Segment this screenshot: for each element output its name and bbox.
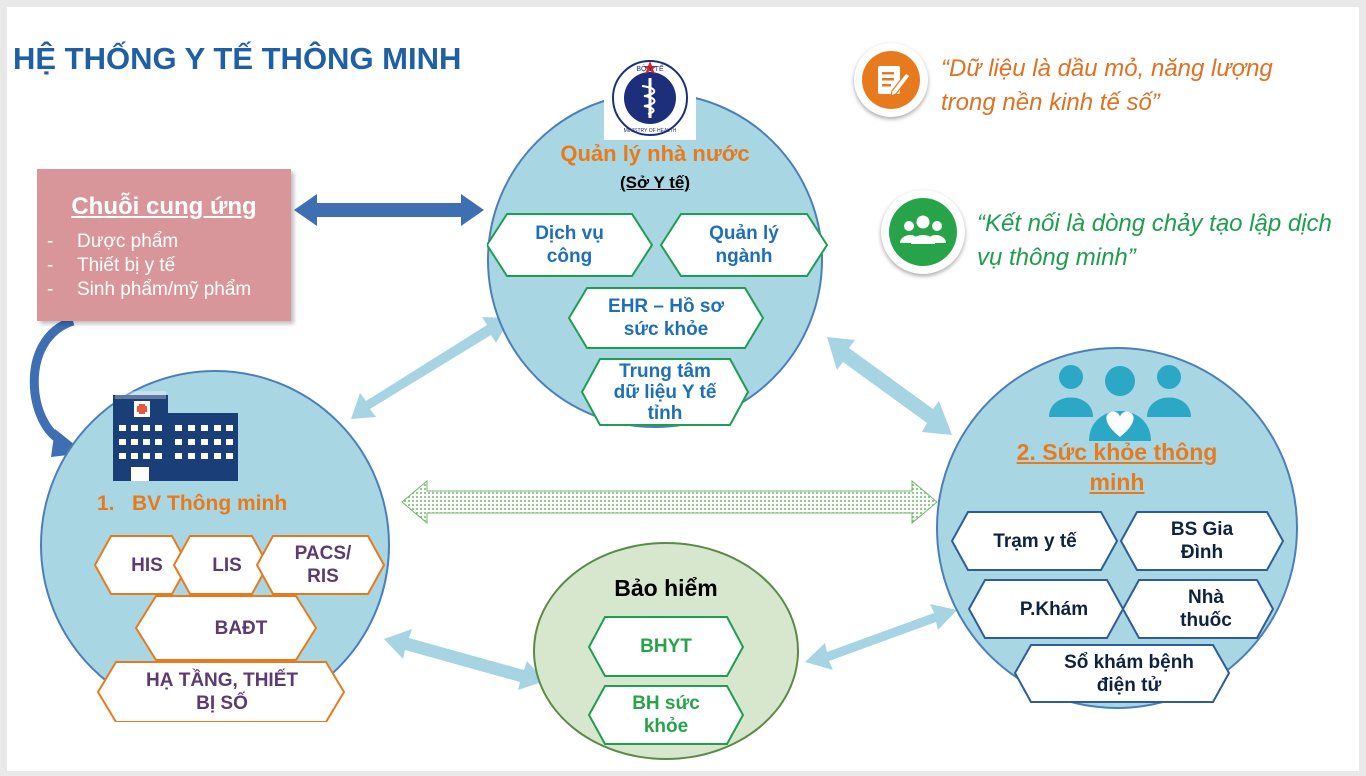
logo-bottom-text: MINISTRY OF HEALTH bbox=[624, 128, 677, 134]
supply-item: -Dược phẩm bbox=[47, 231, 179, 252]
state-node-data-center[interactable]: Trung tâm dữ liệu Y tế tỉnh bbox=[613, 360, 717, 424]
state-node-shapes bbox=[487, 213, 829, 426]
state-node-shape bbox=[567, 287, 765, 349]
hospital-building-icon bbox=[113, 391, 238, 481]
insurance-health-arrow bbox=[805, 604, 957, 670]
ministry-logo: BỘ Y TẾ MINISTRY OF HEALTH bbox=[604, 56, 696, 140]
state-node-sector-management[interactable]: Quản lý ngành bbox=[709, 223, 779, 267]
insurance-node-bhyt[interactable]: BHYT bbox=[640, 635, 692, 657]
state-node-shape bbox=[580, 358, 750, 426]
health-node-station[interactable]: Trạm y tế bbox=[993, 530, 1077, 552]
health-node-shape bbox=[1013, 644, 1231, 703]
supply-item: -Sinh phẩm/mỹ phẩm bbox=[47, 279, 252, 300]
state-node-public-service[interactable]: Dịch vụ công bbox=[535, 223, 604, 267]
health-node-family-doctor[interactable]: BS Gia Đình bbox=[1170, 519, 1234, 563]
health-node-shapes bbox=[950, 511, 1285, 703]
health-node-clinic[interactable]: P.Khám bbox=[1019, 598, 1089, 620]
smart-health-title: 2. Sức khỏe thông minh bbox=[1016, 439, 1218, 495]
supply-state-arrow bbox=[294, 194, 484, 226]
hospital-node-shape bbox=[255, 535, 386, 595]
page-title: HỆ THỐNG Y TẾ THÔNG MINH bbox=[13, 41, 462, 76]
state-health-arrow bbox=[827, 337, 952, 435]
state-node-ehr[interactable]: EHR – Hồ sơ sức khỏe bbox=[608, 296, 724, 340]
state-title: Quản lý nhà nước bbox=[560, 141, 750, 166]
hospital-node-shape bbox=[134, 595, 318, 661]
edit-note-icon bbox=[862, 51, 920, 109]
slide: HỆ THỐNG Y TẾ THÔNG MINH Chuỗi cung ứng … bbox=[7, 7, 1359, 771]
hospital-node-his[interactable]: HIS bbox=[131, 554, 163, 576]
insurance-node-shape bbox=[587, 685, 745, 745]
people-group-badge bbox=[881, 190, 965, 274]
insurance-node-health-insurance[interactable]: BH sức khỏe bbox=[632, 693, 700, 737]
health-node-shape bbox=[1121, 579, 1275, 639]
smart-hospital-title: 1. BV Thông minh bbox=[97, 492, 288, 515]
health-node-shape bbox=[1119, 511, 1285, 571]
health-node-pharmacy[interactable]: Nhà thuốc bbox=[1180, 587, 1232, 631]
hospital-node-shape bbox=[96, 661, 346, 722]
health-node-ehealth-book[interactable]: Sổ khám bệnh điện tử bbox=[1064, 652, 1194, 696]
insurance-title: Bảo hiểm bbox=[614, 575, 718, 601]
people-group-icon bbox=[889, 198, 957, 266]
supply-chain-title: Chuỗi cung ứng bbox=[71, 193, 257, 220]
hospital-node-digital-infra[interactable]: HẠ TẦNG, THIẾT BỊ SỐ bbox=[146, 670, 298, 714]
state-node-shape bbox=[487, 213, 654, 277]
ministry-logo-icon: BỘ Y TẾ MINISTRY OF HEALTH bbox=[612, 60, 688, 136]
connect-quote: “Kết nối là dòng chảy tạo lập dịch vụ th… bbox=[977, 210, 1332, 271]
hospital-state-arrow bbox=[351, 317, 510, 419]
connector-arrows bbox=[29, 194, 957, 690]
hospital-node-lis[interactable]: LIS bbox=[212, 554, 242, 576]
insurance-node-shape bbox=[587, 616, 745, 677]
supply-hospital-curve-arrow bbox=[29, 316, 75, 446]
state-node-shape bbox=[659, 213, 829, 277]
hospital-health-arrow bbox=[401, 479, 938, 525]
edit-note-badge bbox=[854, 43, 928, 117]
supply-chain-box: Chuỗi cung ứng -Dược phẩm -Thiết bị y tế… bbox=[37, 169, 291, 321]
state-subtitle: (Sở Y tế) bbox=[619, 173, 691, 192]
hospital-node-shapes bbox=[93, 535, 386, 722]
logo-top-text: BỘ Y TẾ bbox=[636, 63, 664, 73]
family-heart-icon bbox=[1049, 365, 1191, 441]
hospital-insurance-arrow bbox=[384, 629, 545, 690]
hospital-node-badt[interactable]: BAĐT bbox=[214, 617, 268, 639]
hospital-node-pacs-ris[interactable]: PACS/ RIS bbox=[294, 543, 352, 587]
data-quote: “Dữ liệu là dầu mỏ, năng lượng trong nền… bbox=[941, 55, 1273, 116]
supply-item: -Thiết bị y tế bbox=[47, 255, 176, 276]
insurance-node-shapes bbox=[587, 616, 745, 745]
health-node-shape bbox=[950, 511, 1119, 571]
